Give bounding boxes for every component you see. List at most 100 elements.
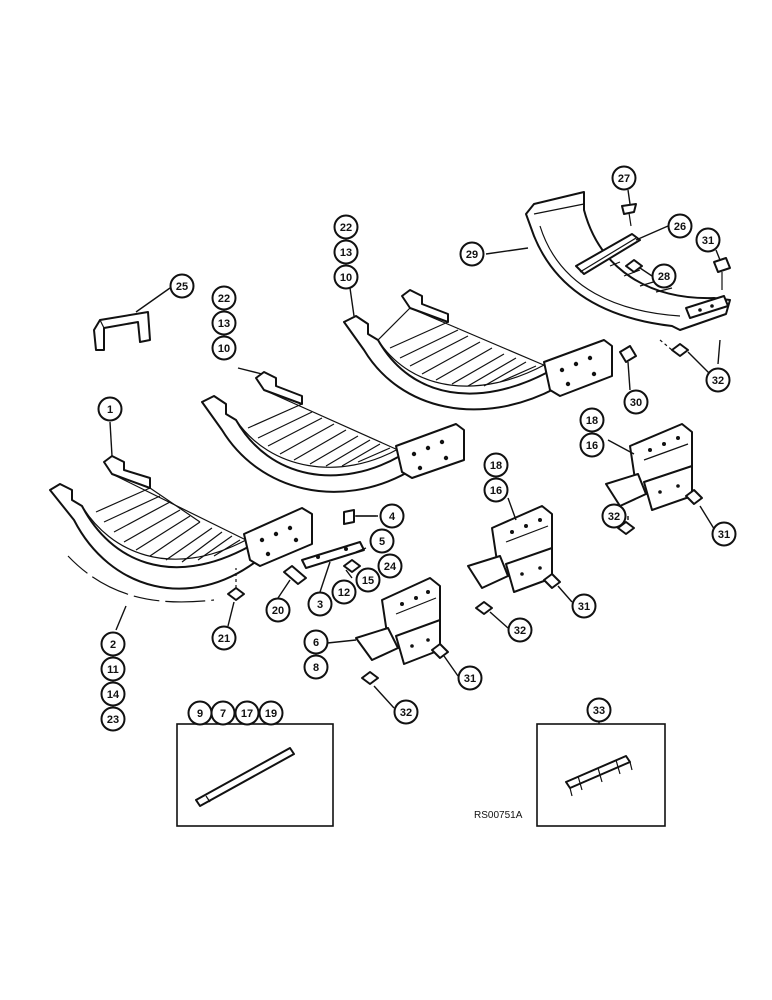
callout-bubble: 32 [393,699,419,725]
callout-bubble: 14 [100,681,126,707]
svg-text:5: 5 [379,536,385,548]
callout-bubble: 18 [579,407,605,433]
svg-text:4: 4 [389,511,396,523]
callout-bubble: 32 [705,367,731,393]
bracket-middle-part [467,505,553,593]
callout-bubble: 30 [623,389,649,415]
svg-text:13: 13 [340,247,352,259]
svg-text:14: 14 [107,689,120,701]
nut-21-part [227,568,245,601]
callout-bubble: 22 [333,214,359,240]
nut-28-part [625,259,643,273]
svg-text:28: 28 [658,271,670,283]
callout-bubble: 31 [711,521,737,547]
concave-extension-part [525,191,731,331]
svg-text:12: 12 [338,587,350,599]
cover-strap-part [93,311,151,351]
svg-text:11: 11 [107,664,119,676]
svg-text:13: 13 [218,318,230,330]
svg-text:8: 8 [313,662,319,674]
svg-text:27: 27 [618,173,630,185]
svg-text:25: 25 [176,281,188,293]
inset-tool-box [176,723,334,827]
svg-text:31: 31 [718,529,730,541]
svg-text:31: 31 [578,601,590,613]
callout-bubble: 25 [169,273,195,299]
bolt-30-part [619,345,637,363]
callout-bubble: 31 [457,665,483,691]
bolt-27-part [621,203,637,227]
bolt-20-part [283,565,307,585]
callout-bubble: 27 [611,165,637,191]
callout-bubble: 28 [651,263,677,289]
callout-bubble: 1 [97,396,123,422]
callout-bubble: 13 [333,239,359,265]
callout-bubble: 12 [331,579,357,605]
svg-text:2: 2 [110,639,116,651]
callout-bubble: 13 [211,310,237,336]
leader-lines [109,189,721,709]
concave-grate-front [49,455,313,590]
callout-bubble: 22 [211,285,237,311]
svg-text:6: 6 [313,637,319,649]
bolt-31-top-part [713,257,731,290]
svg-text:32: 32 [400,707,412,719]
nut-32-lower-part [361,671,379,685]
svg-text:18: 18 [490,460,502,472]
svg-text:32: 32 [608,511,620,523]
callout-bubble: 9 [187,700,213,726]
svg-text:16: 16 [490,485,502,497]
callout-bubble: 21 [211,625,237,651]
bolt-31-upper-part [685,489,703,505]
callout-bubble: 8 [303,654,329,680]
svg-text:26: 26 [674,221,686,233]
drawing-reference-code: RS00751A [474,810,523,821]
svg-text:30: 30 [630,397,642,409]
callout-bubble: 16 [579,432,605,458]
svg-text:17: 17 [241,708,253,720]
callout-bubble: 20 [265,597,291,623]
svg-text:33: 33 [593,705,605,717]
callout-bubble: 5 [369,528,395,554]
channel-26-part [575,233,641,275]
nut-5-part [343,559,361,573]
svg-text:1: 1 [107,404,113,416]
callout-bubble: 6 [303,629,329,655]
bolt-31-lower-part [431,643,449,659]
plate-3-part [301,541,365,569]
svg-text:32: 32 [712,375,724,387]
callout-bubbles: 1 2 11 14 23 3 12 15 24 4 5 20 21 6 8 31… [97,165,737,732]
callout-bubble: 7 [210,700,236,726]
svg-text:18: 18 [586,415,598,427]
callout-bubble: 24 [377,553,403,579]
inset-assembly-box [536,723,666,827]
callout-bubble: 19 [258,700,284,726]
bracket-upper-part [605,423,693,511]
callout-bubble: 23 [100,706,126,732]
svg-text:32: 32 [514,625,526,637]
seal-strip-part [67,555,215,603]
callout-bubble: 33 [586,697,612,723]
svg-text:22: 22 [340,222,352,234]
callout-bubble: 4 [379,503,405,529]
svg-text:10: 10 [340,272,352,284]
svg-text:21: 21 [218,633,230,645]
svg-text:16: 16 [586,440,598,452]
callout-bubble: 10 [333,264,359,290]
callout-bubble: 29 [459,241,485,267]
svg-text:31: 31 [702,235,714,247]
svg-text:3: 3 [317,599,323,611]
svg-text:20: 20 [272,605,284,617]
svg-text:29: 29 [466,249,478,261]
svg-text:31: 31 [464,673,476,685]
bracket-lower-part [355,577,441,665]
concave-grate-rear [343,289,613,411]
svg-text:22: 22 [218,293,230,305]
callout-bubble: 18 [483,452,509,478]
callout-bubble: 26 [667,213,693,239]
svg-text:7: 7 [220,708,226,720]
svg-text:9: 9 [197,708,203,720]
bolt-31-middle-part [543,573,561,589]
callout-bubble: 11 [100,656,126,682]
